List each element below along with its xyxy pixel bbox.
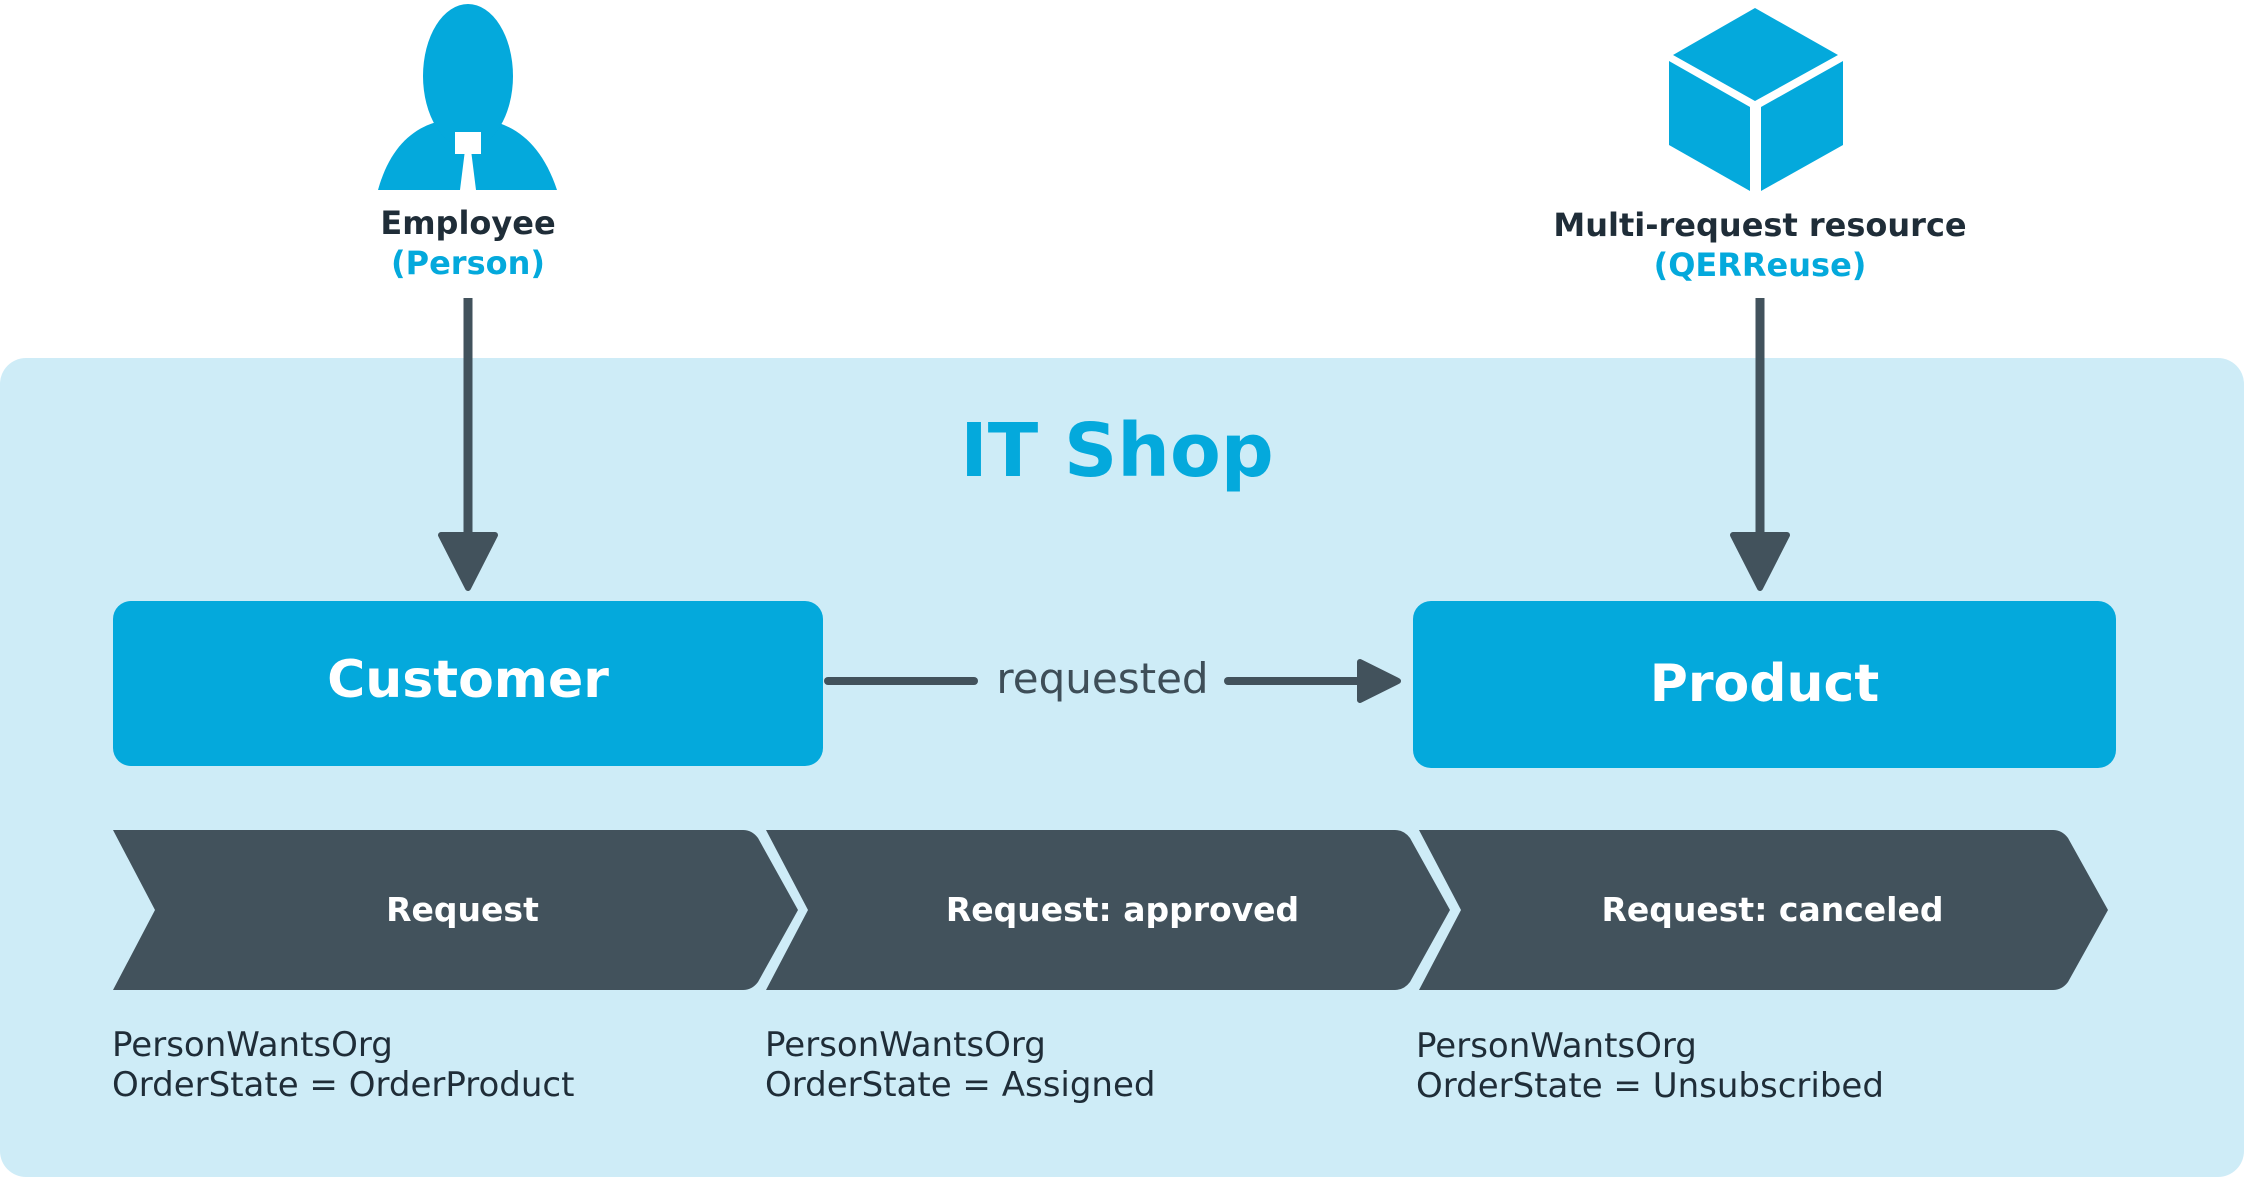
step-chevron-approved bbox=[766, 830, 1450, 990]
cube-icon bbox=[1669, 8, 1843, 191]
step-state-request: OrderState = OrderProduct bbox=[112, 1065, 575, 1105]
step-detail-canceled: PersonWantsOrg OrderState = Unsubscribed bbox=[1416, 1026, 1884, 1106]
step-label-canceled: Request: canceled bbox=[1601, 890, 1944, 929]
employee-name: Employee bbox=[380, 204, 556, 242]
person-icon bbox=[378, 4, 557, 190]
step-chevron-request bbox=[113, 830, 798, 990]
product-box bbox=[1413, 601, 2116, 768]
employee-type: (Person) bbox=[391, 244, 545, 282]
resource-name: Multi-request resource bbox=[1553, 206, 1967, 244]
step-chevron-canceled bbox=[1419, 830, 2108, 990]
requested-label: requested bbox=[996, 654, 1209, 703]
resource-to-product-arrow bbox=[1730, 298, 1790, 591]
step-state-approved: OrderState = Assigned bbox=[765, 1065, 1156, 1105]
customer-box bbox=[113, 601, 823, 766]
product-label: Product bbox=[1649, 654, 1880, 714]
step-table-canceled: PersonWantsOrg bbox=[1416, 1026, 1697, 1066]
step-state-canceled: OrderState = Unsubscribed bbox=[1416, 1066, 1884, 1106]
step-detail-request: PersonWantsOrg OrderState = OrderProduct bbox=[112, 1025, 574, 1105]
employee-to-customer-arrow bbox=[438, 298, 498, 591]
step-table-approved: PersonWantsOrg bbox=[765, 1025, 1046, 1065]
it-shop-title: IT Shop bbox=[960, 408, 1274, 494]
resource-type: (QERReuse) bbox=[1653, 246, 1867, 284]
step-label-request: Request bbox=[386, 890, 539, 929]
step-table-request: PersonWantsOrg bbox=[112, 1025, 393, 1065]
customer-label: Customer bbox=[327, 650, 609, 710]
requested-arrow bbox=[824, 659, 1401, 703]
step-detail-approved: PersonWantsOrg OrderState = Assigned bbox=[765, 1025, 1156, 1105]
step-label-approved: Request: approved bbox=[945, 890, 1300, 929]
